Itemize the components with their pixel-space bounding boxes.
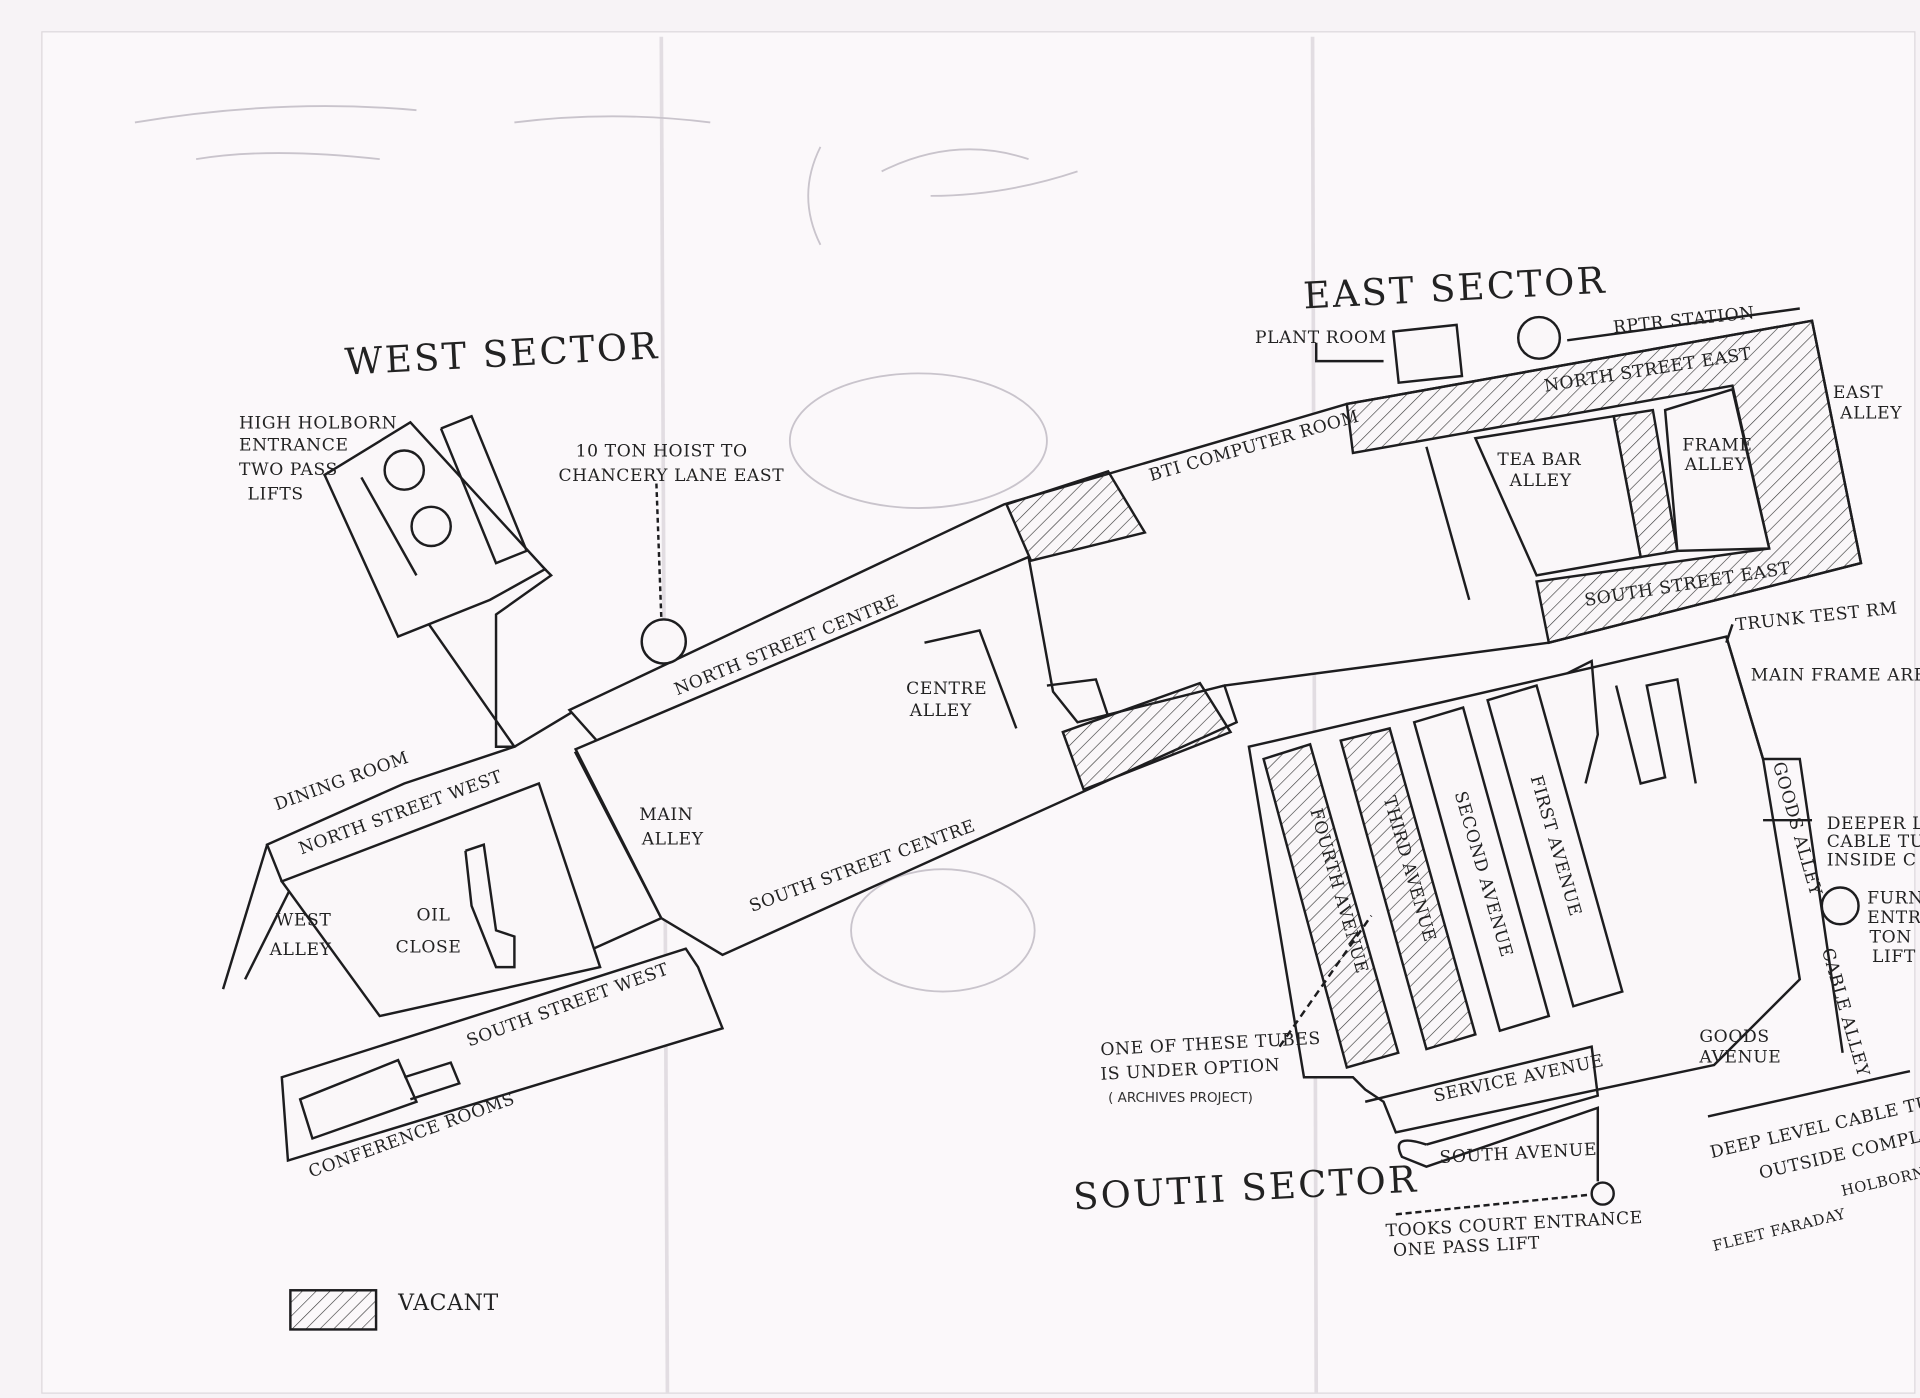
label-oil-close: OIL <box>416 906 450 926</box>
label-oil-close: CLOSE <box>396 937 462 957</box>
label-plant-room: PLANT ROOM <box>1255 328 1387 348</box>
label-high-holborn: HIGH HOLBORN <box>239 413 397 433</box>
west-sector-structure <box>221 414 725 1163</box>
east-sector-structure <box>1315 307 1863 645</box>
label-west-alley: ALLEY <box>269 940 332 960</box>
label-main-alley: ALLEY <box>641 830 704 850</box>
label-furnival-entrance: FURN <box>1867 888 1920 908</box>
label-frame-alley: ALLEY <box>1684 455 1747 475</box>
label-frame-alley: FRAME <box>1682 435 1752 455</box>
label-deeper-cable: DEEPER L <box>1827 814 1920 834</box>
label-deeper-cable: INSIDE C <box>1827 850 1917 870</box>
label-centre-alley: CENTRE <box>906 679 987 699</box>
vacant-area <box>1061 681 1233 792</box>
plant-room-box <box>1391 323 1464 385</box>
label-tea-bar-alley: ALLEY <box>1509 471 1572 491</box>
label-high-holborn: LIFTS <box>248 484 304 504</box>
label-goods-avenue: GOODS <box>1699 1027 1769 1047</box>
second-avenue-tube <box>1412 706 1551 1033</box>
label-hoist: 10 TON HOIST TO <box>576 442 748 462</box>
label-high-holborn: TWO PASS <box>239 460 338 480</box>
south-sector-structure <box>1247 623 1911 1216</box>
label-hoist: CHANCERY LANE EAST <box>558 466 784 486</box>
vacant-north-street-east <box>1345 319 1863 645</box>
legend: VACANT <box>289 1289 499 1331</box>
label-west-alley: WEST <box>276 910 332 930</box>
label-east-alley: EAST <box>1833 383 1883 403</box>
legend-vacant-label: VACANT <box>397 1291 499 1316</box>
label-high-holborn: ENTRANCE <box>239 435 349 455</box>
tooks-court-lift-circle <box>1590 1181 1615 1206</box>
lift-circle <box>383 449 426 491</box>
label-main-frame-area: MAIN FRAME ARE <box>1751 666 1920 686</box>
label-deeper-cable: CABLE TU <box>1827 832 1920 852</box>
label-tea-bar-alley: TEA BAR <box>1497 450 1581 470</box>
furnival-lift-circle <box>1820 886 1860 926</box>
fold-line <box>1310 36 1319 1394</box>
label-furnival-entrance: LIFT <box>1872 947 1916 967</box>
label-main-alley: MAIN <box>639 805 693 825</box>
label-east-alley: ALLEY <box>1839 404 1902 424</box>
rptr-station-circle <box>1516 315 1562 360</box>
hoist-circle <box>640 618 688 665</box>
vacant-swatch <box>289 1289 378 1331</box>
lift-circle <box>410 505 452 548</box>
label-furnival-entrance: ENTR <box>1867 908 1920 928</box>
label-centre-alley: ALLEY <box>909 701 972 721</box>
third-avenue-tube <box>1339 726 1477 1051</box>
label-goods-avenue: AVENUE <box>1698 1048 1781 1068</box>
first-avenue-tube <box>1486 684 1624 1008</box>
vacant-area <box>1004 469 1147 563</box>
label-furnival-entrance: TON <box>1870 928 1912 948</box>
pencil-annotations <box>134 105 1078 993</box>
handwritten-archives-note: ( ARCHIVES PROJECT) <box>1108 1091 1253 1106</box>
fourth-avenue-tube <box>1262 742 1400 1069</box>
